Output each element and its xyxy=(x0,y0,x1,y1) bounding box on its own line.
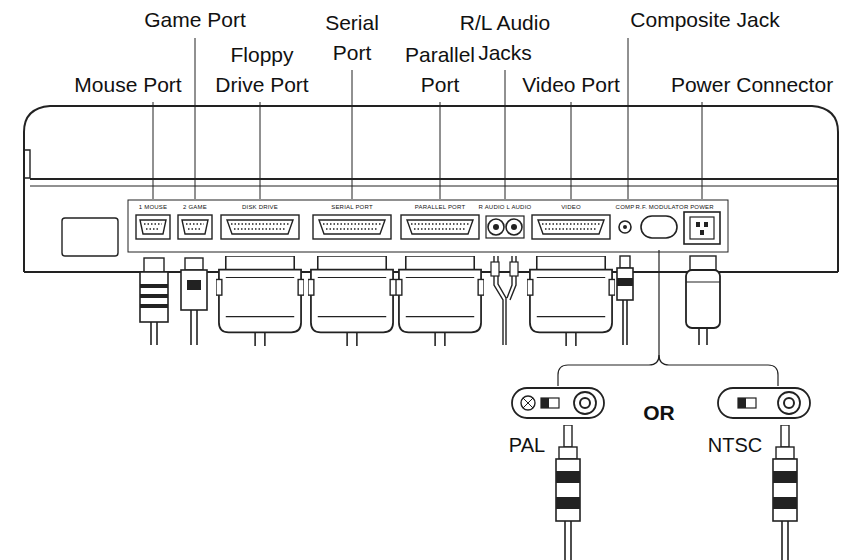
callout-label: Serial Port xyxy=(312,8,392,68)
callout-label: Game Port xyxy=(130,5,260,35)
port-marking: POWER xyxy=(689,203,715,211)
callout-label: Floppy Drive Port xyxy=(206,40,318,100)
port-marking: DISK DRIVE xyxy=(230,203,290,211)
port-marking: SERIAL PORT xyxy=(322,203,382,211)
standard-label: NTSC xyxy=(700,430,770,460)
port-marking: R AUDIO L AUDIO xyxy=(478,203,533,211)
callout-label: Composite Jack xyxy=(620,5,790,35)
callout-label: Power Connector xyxy=(664,70,840,100)
callout-label: Mouse Port xyxy=(63,70,193,100)
or-label: OR xyxy=(634,398,684,428)
port-marking: COMP xyxy=(614,203,636,211)
port-marking: R.F. MODULATOR xyxy=(635,203,690,211)
port-marking: 2 GAME xyxy=(177,203,213,211)
callout-label: Video Port xyxy=(519,70,623,100)
port-marking: PARALLEL PORT xyxy=(405,203,475,211)
callout-label: Parallel Port xyxy=(394,40,486,100)
standard-label: PAL xyxy=(497,430,557,460)
port-marking: VIDEO xyxy=(551,203,591,211)
port-marking: 1 MOUSE xyxy=(133,203,173,211)
